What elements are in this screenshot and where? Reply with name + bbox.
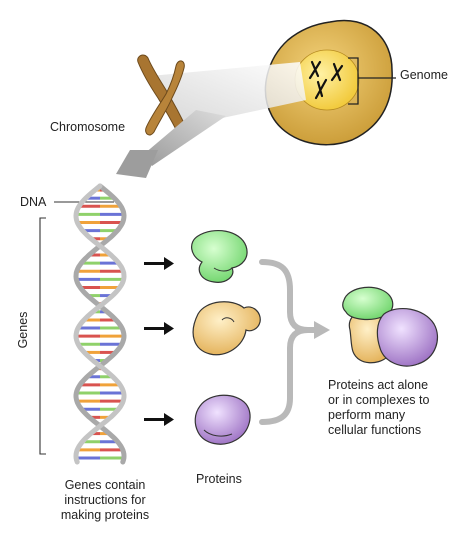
- genome-bracket: [348, 57, 396, 105]
- genes-caption-line-1: Genes contain: [64, 478, 146, 492]
- genes-label: Genes: [16, 311, 30, 349]
- protein-purple: [194, 394, 251, 445]
- complex-caption-line-2: or in complexes to: [328, 393, 430, 407]
- arrow-gene-3: [144, 413, 174, 426]
- genes-caption-line-2: instructions for: [64, 493, 146, 507]
- genes-caption-line-3: making proteins: [60, 508, 150, 522]
- dna-backbone-strand: [73, 183, 127, 465]
- genome-label: Genome: [400, 68, 448, 82]
- complex-caption: Proteins act alone or in complexes to pe…: [328, 378, 429, 438]
- dna-helix: [73, 183, 127, 465]
- dna-label: DNA: [20, 195, 47, 209]
- zoom-beam-upper: [150, 62, 306, 128]
- protein-brace: [259, 259, 319, 425]
- cell: [264, 19, 393, 146]
- chromosome-pair-icon: [308, 60, 344, 100]
- proteins-label: Proteins: [196, 472, 242, 486]
- complex-caption-line-1: Proteins act alone: [328, 378, 429, 392]
- chromosome-label: Chromosome: [50, 120, 126, 134]
- genes-bracket: [39, 217, 46, 455]
- protein-tan: [192, 301, 261, 356]
- brace-arrowhead: [314, 321, 330, 339]
- complex-caption-line-4: cellular functions: [328, 423, 422, 437]
- gene-to-protein-arrows: [144, 257, 174, 426]
- arrow-gene-2: [144, 322, 174, 335]
- zoom-arrow: [116, 110, 226, 178]
- arrow-gene-1: [144, 257, 174, 270]
- genes-caption: Genes contain instructions for making pr…: [40, 478, 170, 523]
- protein-complex: [342, 286, 439, 367]
- protein-green: [191, 229, 248, 283]
- complex-caption-line-3: perform many: [328, 408, 406, 422]
- dna-backbone-strand: [73, 183, 127, 465]
